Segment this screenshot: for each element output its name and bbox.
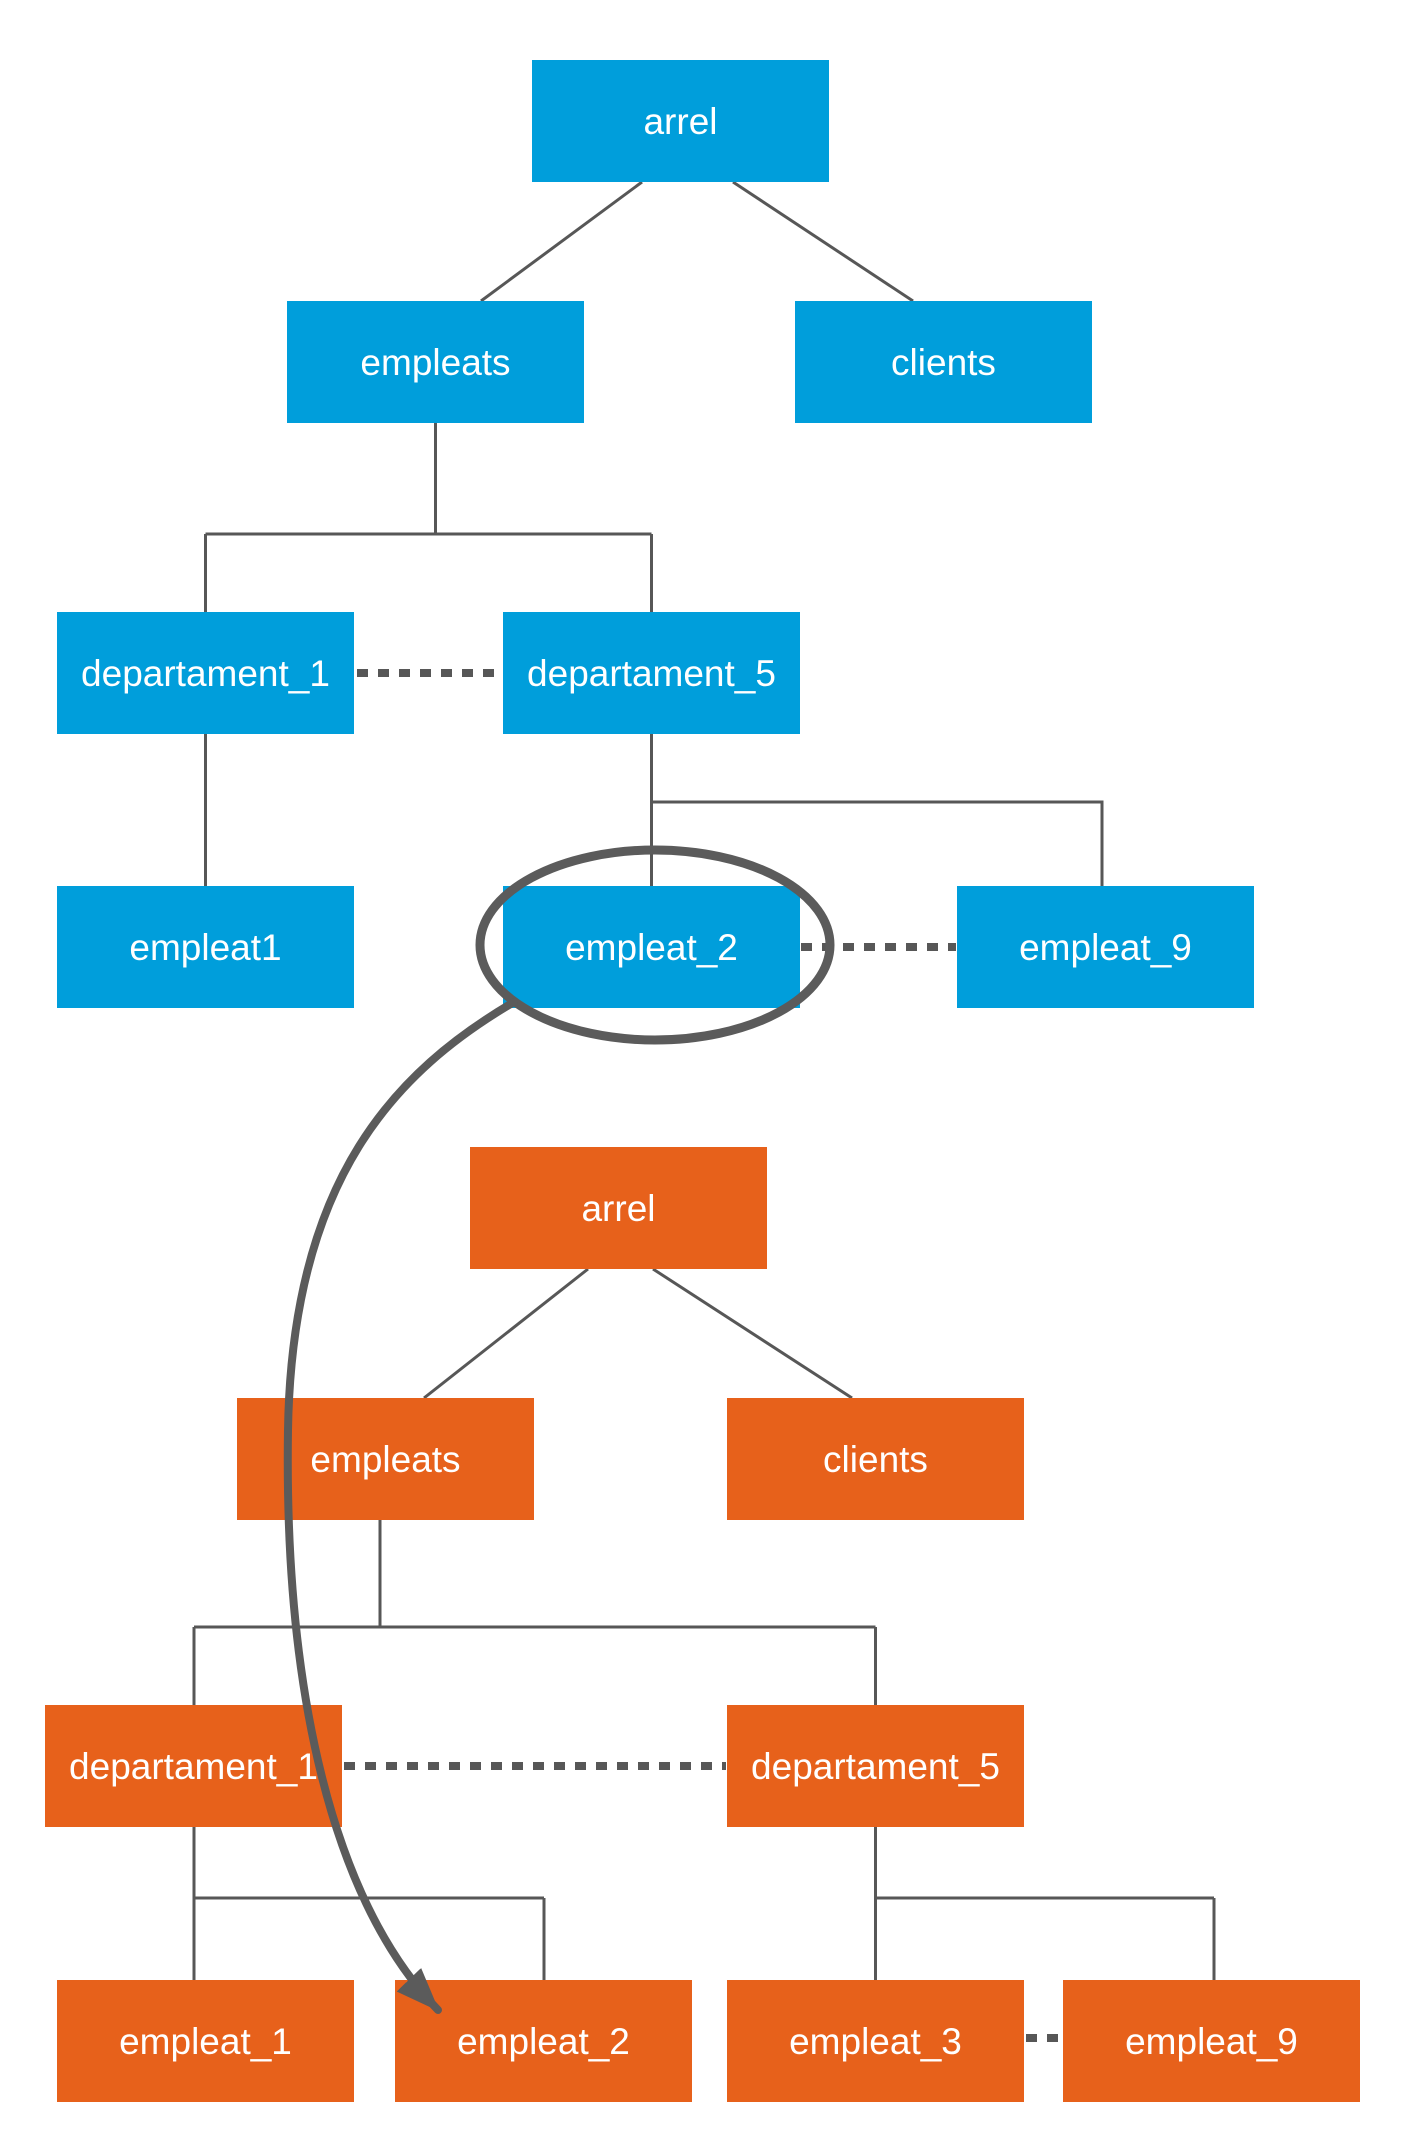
orange-node-clients-label: clients [823,1439,928,1480]
orange-node-empleat-3: empleat_3 [727,1980,1024,2102]
blue-node-empleat-9-label: empleat_9 [1019,927,1192,968]
orange-node-arrel-box [470,1147,767,1269]
orange-edge-departament1-children [192,1827,546,1980]
blue-node-clients-label: clients [891,342,996,383]
orange-node-empleat-9-label: empleat_9 [1125,2021,1298,2062]
blue-node-empleats: empleats [287,301,584,423]
orange-node-empleats: empleats [237,1398,534,1520]
blue-node-departament-5-label: departament_5 [527,653,776,694]
blue-node-empleat-2-box [503,886,800,1008]
orange-edge-departament5-children [874,1827,1216,1980]
orange-node-empleat-2-box [395,1980,692,2102]
orange-node-empleat-1: empleat_1 [57,1980,354,2102]
orange-tree-edges [192,1267,1216,2042]
blue-node-arrel: arrel [532,60,829,182]
orange-node-empleat-9: empleat_9 [1063,1980,1360,2102]
blue-node-clients: clients [795,301,1092,423]
orange-node-empleat-9-box [1063,1980,1360,2102]
orange-edge-empleats-departaments [192,1520,877,1705]
blue-node-empleat-2: empleat_2 [503,886,800,1008]
blue-node-empleats-box [287,301,584,423]
highlight-ellipse [475,845,835,1045]
blue-node-empleat1-label: empleat1 [129,927,281,968]
orange-node-departament-5: departament_5 [727,1705,1024,1827]
orange-node-clients: clients [727,1398,1024,1520]
blue-node-empleats-label: empleats [360,342,510,383]
orange-edge-arrel-empleats [423,1267,589,1400]
orange-node-departament-5-box [727,1705,1024,1827]
blue-node-empleat1-box [57,886,354,1008]
blue-edge-departament5-empleat9 [651,800,1104,886]
orange-node-arrel: arrel [470,1147,767,1269]
orange-node-empleat-2-label: empleat_2 [457,2021,630,2062]
blue-node-empleat-2-label: empleat_2 [565,927,738,968]
orange-node-arrel-label: arrel [581,1188,655,1229]
orange-node-departament-1-label: departament_1 [69,1746,318,1787]
orange-node-departament-5-label: departament_5 [751,1746,1000,1787]
orange-node-empleat-3-box [727,1980,1024,2102]
blue-node-arrel-box [532,60,829,182]
blue-node-departament-5: departament_5 [503,612,800,734]
blue-node-departament-1-label: departament_1 [81,653,330,694]
blue-node-empleat-9: empleat_9 [957,886,1254,1008]
blue-node-arrel-label: arrel [643,101,717,142]
blue-node-empleat1: empleat1 [57,886,354,1008]
orange-node-departament-1-box [45,1705,342,1827]
orange-node-empleat-1-box [57,1980,354,2102]
orange-node-departament-1: departament_1 [45,1705,342,1827]
blue-node-empleat-9-box [957,886,1254,1008]
blue-node-departament-1-box [57,612,354,734]
blue-node-departament-5-box [503,612,800,734]
blue-edge-arrel-empleats [480,180,643,303]
blue-edge-arrel-clients [732,180,914,303]
blue-node-departament-1: departament_1 [57,612,354,734]
orange-node-empleat-2: empleat_2 [395,1980,692,2102]
blue-edge-empleats-departaments [204,423,653,612]
blue-tree: arrel empleats clients departament_1 dep… [57,60,1254,1008]
mapping-arrow [283,998,518,2014]
orange-node-empleat-3-label: empleat_3 [789,2021,962,2062]
blue-node-clients-box [795,301,1092,423]
orange-tree: arrel empleats clients departament_1 dep… [45,1147,1360,2102]
orange-node-empleat-1-label: empleat_1 [119,2021,292,2062]
blue-tree-edges [204,180,1104,951]
orange-node-clients-box [727,1398,1024,1520]
orange-node-empleats-label: empleats [310,1439,460,1480]
orange-edge-arrel-clients [652,1267,853,1400]
